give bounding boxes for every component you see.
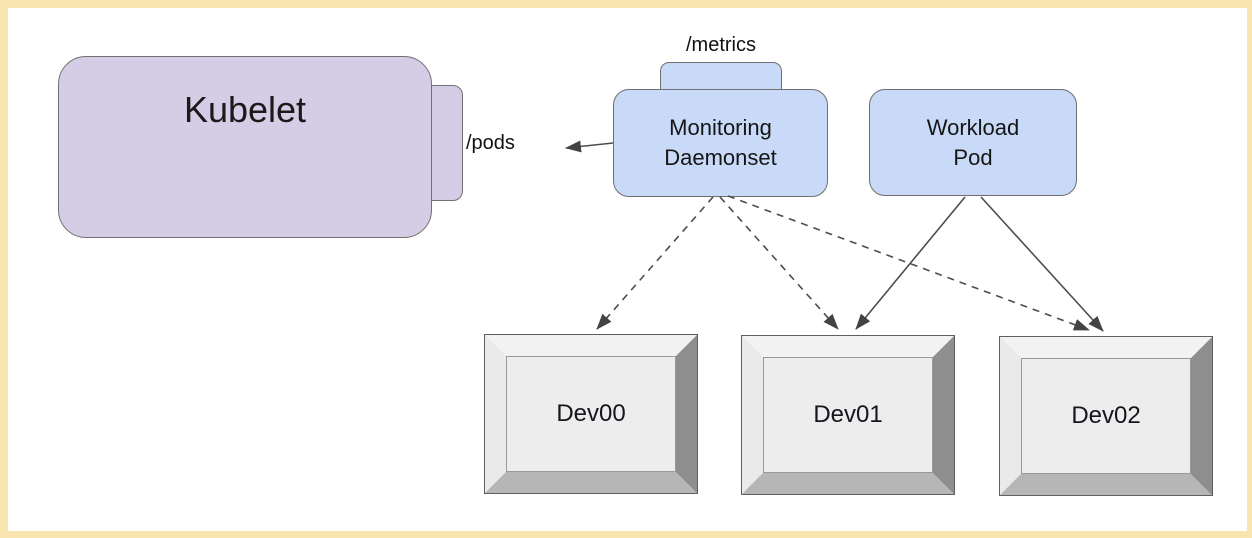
workload-pod-label-line2: Pod [953,144,993,170]
edge-daemonset-to-dev01 [719,196,839,330]
device-dev00-label: Dev00 [556,400,626,427]
device-dev01-label: Dev01 [813,401,883,428]
workload-pod-label-line1: Workload [926,114,1020,140]
kubelet-label: Kubelet [183,89,307,130]
device-dev02-label: Dev02 [1071,402,1141,429]
edge-workload-to-dev01 [855,196,966,330]
pods-endpoint-label: /pods [466,132,515,154]
monitoring-daemonset-node: Monitoring Daemonset [613,89,828,197]
edge-daemonset-to-dev00 [596,196,714,330]
workload-pod-node: Workload Pod [869,89,1077,196]
metrics-endpoint-label: /metrics [686,34,756,56]
device-dev01: Dev01 [741,335,955,495]
device-dev00: Dev00 [484,334,698,494]
edge-daemonset-to-pods-endpoint [565,140,614,153]
edge-workload-to-dev02 [980,196,1104,332]
edge-daemonset-to-dev02 [727,195,1090,331]
monitoring-daemonset-label-line1: Monitoring [669,115,772,140]
kubelet-node: Kubelet [58,56,432,238]
monitoring-daemonset-label-line2: Daemonset [664,145,777,170]
device-dev02: Dev02 [999,336,1213,496]
